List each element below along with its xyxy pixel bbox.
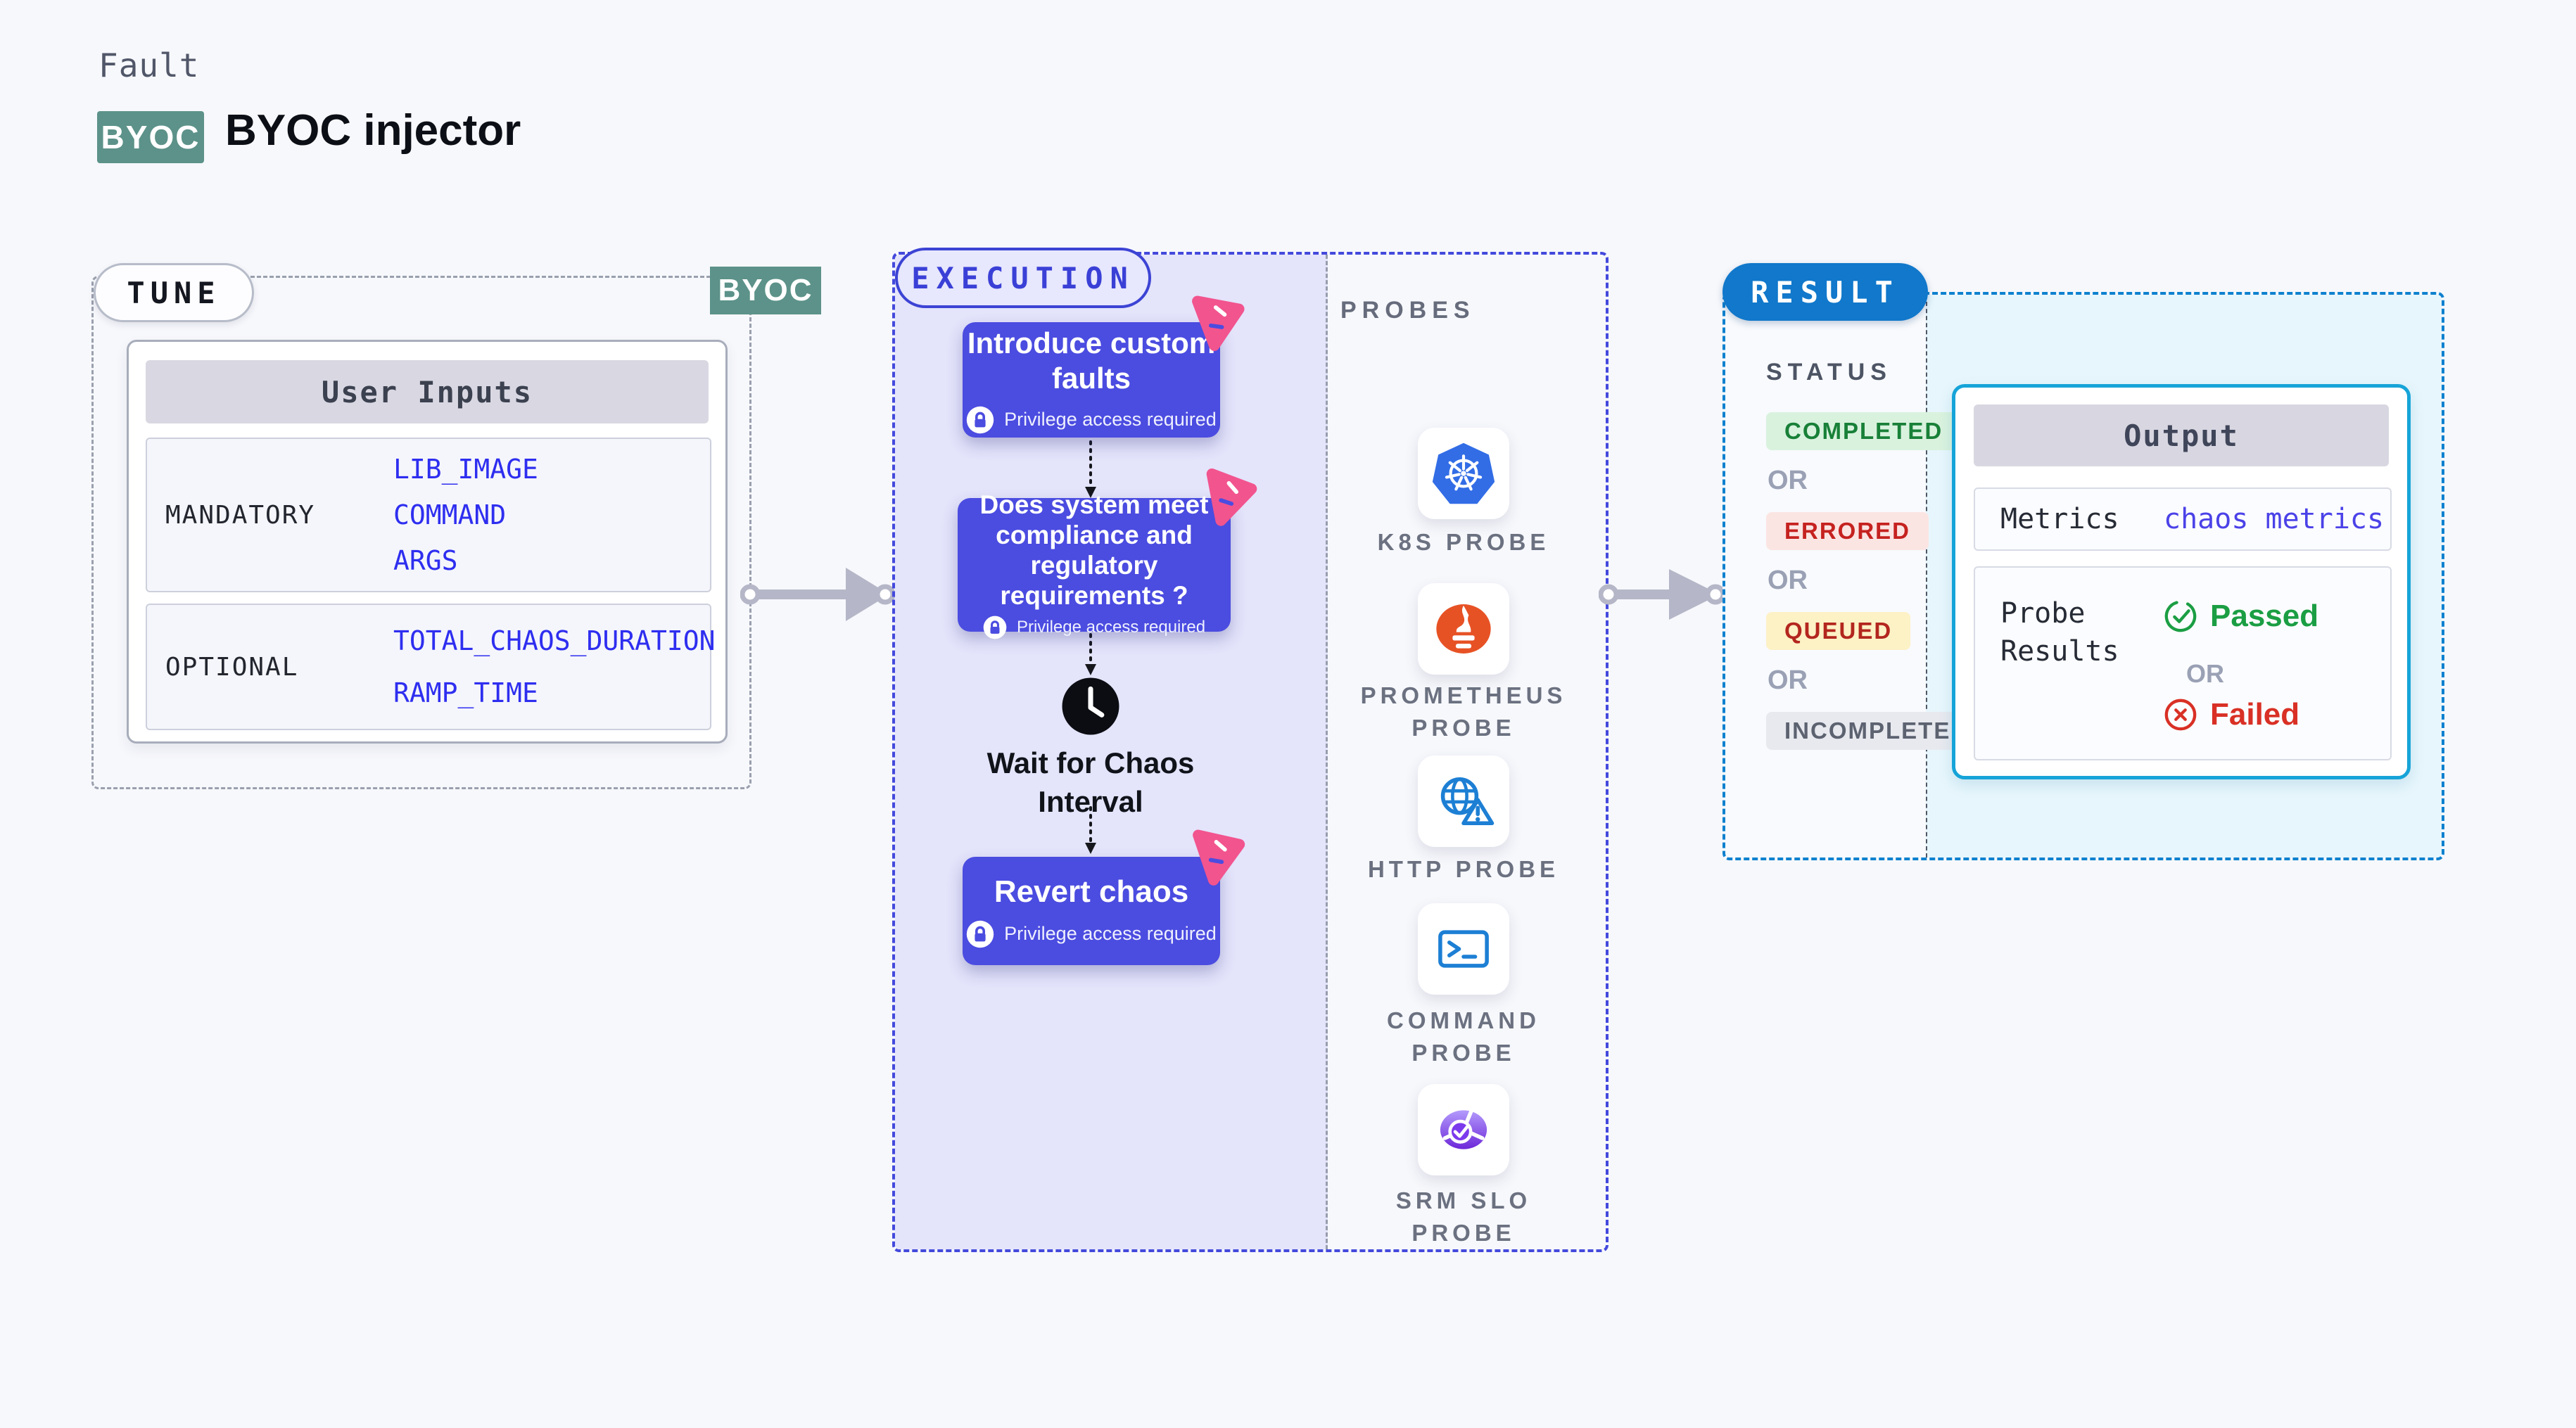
mandatory-values: LIB_IMAGE COMMAND ARGS: [393, 439, 538, 591]
node-introduce-custom-faults: Introduce custom faults Privilege access…: [963, 322, 1220, 438]
wait-for-chaos-label: Wait for Chaos Interval: [986, 746, 1195, 818]
or-separator: OR: [1768, 466, 1808, 495]
tune-byoc-tag: BYOC: [710, 267, 821, 314]
probe-result-failed: Failed: [2164, 697, 2299, 732]
probe-results-label: Probe Results: [2000, 597, 2119, 668]
clock-icon: [1060, 675, 1122, 737]
tune-section: [91, 276, 751, 789]
metrics-value: chaos metrics: [2164, 503, 2385, 535]
probes-to-result-arrow: [1599, 569, 1725, 620]
node-title: Does system meet compliance and regulato…: [979, 490, 1209, 610]
status-heading: STATUS: [1766, 359, 1892, 385]
status-badge-incompleted: INCOMPLETED: [1766, 712, 1988, 750]
probe-prometheus: [1418, 583, 1509, 675]
lock-icon: [983, 616, 1007, 639]
probe-label-prometheus: PROMETHEUS PROBE: [1360, 682, 1567, 741]
passed-text: Passed: [2210, 599, 2319, 633]
or-separator: OR: [1768, 566, 1808, 595]
probe-k8s: [1418, 428, 1509, 519]
metrics-row: Metrics chaos metrics: [1974, 487, 2392, 551]
status-badge-queued: QUEUED: [1766, 612, 1911, 650]
or-separator: OR: [2186, 659, 2224, 688]
byoc-badge: BYOC: [97, 111, 204, 163]
probe-command: [1418, 903, 1509, 995]
kubernetes-icon: [1431, 441, 1496, 506]
failed-text: Failed: [2210, 697, 2300, 732]
flow-arrow-down: [1085, 806, 1096, 854]
node-revert-chaos: Revert chaos Privilege access required: [963, 857, 1220, 965]
lock-icon: [966, 406, 994, 434]
output-card: Output Metrics chaos metrics Probe Resul…: [1952, 384, 2411, 779]
chaos-pinwheel-icon: [1180, 285, 1255, 359]
probe-label-srm-slo: SRM SLO PROBE: [1395, 1187, 1532, 1247]
privilege-note: Privilege access required: [983, 616, 1205, 639]
chaos-pinwheel-icon: [1192, 462, 1264, 534]
x-circle-icon: [2164, 698, 2197, 732]
input-value: COMMAND: [393, 499, 507, 530]
terminal-icon: [1431, 917, 1496, 981]
lock-icon: [966, 920, 994, 948]
probe-label-command: COMMAND PROBE: [1387, 1007, 1540, 1066]
input-value: LIB_IMAGE: [393, 454, 538, 485]
page-title: BYOC injector: [225, 106, 521, 155]
probe-result-passed: Passed: [2164, 599, 2318, 634]
check-circle-icon: [2164, 599, 2197, 633]
privilege-note: Privilege access required: [966, 406, 1217, 434]
chaos-pinwheel-icon: [1181, 821, 1253, 893]
node-title: Revert chaos: [994, 874, 1189, 910]
probe-srm-slo: [1418, 1084, 1509, 1175]
mandatory-label: MANDATORY: [165, 500, 316, 530]
metrics-label: Metrics: [2000, 503, 2119, 535]
execution-pill: EXECUTION: [895, 248, 1151, 308]
srm-slo-icon: [1431, 1097, 1496, 1162]
probe-label-k8s: K8S PROBE: [1377, 529, 1550, 555]
prometheus-icon: [1431, 597, 1496, 661]
input-value: RAMP_TIME: [393, 677, 538, 708]
privilege-note: Privilege access required: [966, 920, 1217, 948]
output-title: Output: [1974, 404, 2389, 466]
or-separator: OR: [1768, 665, 1808, 695]
flow-arrow-down: [1085, 633, 1096, 675]
probe-results-row: Probe Results Passed OR: [1974, 566, 2392, 760]
status-badge-completed: COMPLETED: [1766, 412, 1962, 450]
privilege-note-text: Privilege access required: [1016, 617, 1206, 637]
optional-values: TOTAL_CHAOS_DURATION RAMP_TIME: [393, 605, 716, 729]
optional-label: OPTIONAL: [165, 652, 299, 682]
input-value: TOTAL_CHAOS_DURATION: [393, 625, 716, 657]
status-badge-errored: ERRORED: [1766, 512, 1929, 550]
user-inputs-title: User Inputs: [146, 360, 709, 423]
input-value: ARGS: [393, 545, 458, 576]
probes-heading: PROBES: [1340, 297, 1476, 324]
probe-label-http: HTTP PROBE: [1367, 856, 1560, 882]
node-title: Introduce custom faults: [967, 326, 1216, 395]
tune-to-execution-arrow: [740, 568, 895, 621]
http-globe-icon: [1431, 769, 1496, 834]
tune-pill: TUNE: [94, 263, 254, 322]
privilege-note-text: Privilege access required: [1004, 409, 1217, 431]
probe-http: [1418, 756, 1509, 847]
page-kicker: Fault: [99, 46, 200, 84]
node-compliance-check: Does system meet compliance and regulato…: [958, 490, 1231, 639]
privilege-note-text: Privilege access required: [1004, 923, 1217, 945]
optional-row: OPTIONAL TOTAL_CHAOS_DURATION RAMP_TIME: [146, 604, 716, 730]
mandatory-row: MANDATORY LIB_IMAGE COMMAND ARGS: [146, 438, 711, 592]
result-pill: RESULT: [1722, 263, 1928, 321]
user-inputs-card: User Inputs MANDATORY LIB_IMAGE COMMAND …: [127, 340, 728, 744]
flow-arrow-down: [1085, 440, 1096, 498]
